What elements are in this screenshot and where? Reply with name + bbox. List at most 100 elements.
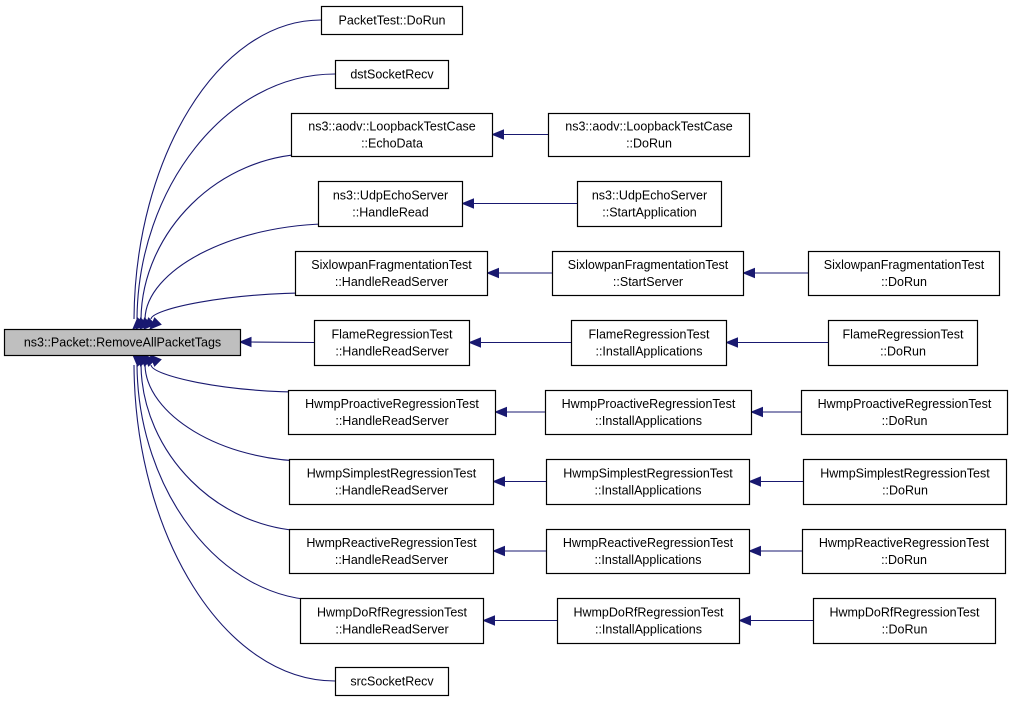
node-label: HwmpReactiveRegressionTest	[563, 536, 734, 550]
node-box	[551, 250, 745, 297]
node-dstsocketrecv[interactable]: dstSocketRecv	[334, 59, 450, 90]
arrowhead	[494, 406, 507, 418]
edge-line	[133, 364, 336, 682]
node-label: ::DoRun	[880, 345, 926, 359]
arrowhead	[748, 545, 761, 557]
node-label: ns3::aodv::LoopbackTestCase	[308, 120, 476, 134]
node-box	[294, 250, 489, 297]
node-label: ::StartServer	[613, 275, 683, 289]
arrowhead	[738, 615, 751, 626]
node-sixlowpan-handlereadserver[interactable]: SixlowpanFragmentationTest::HandleReadSe…	[294, 250, 489, 297]
arrowhead	[491, 129, 504, 140]
node-aodv-dorun[interactable]: ns3::aodv::LoopbackTestCase::DoRun	[547, 112, 751, 158]
edge-hwmpproactive-handlereadserver-to-root	[149, 354, 311, 393]
node-label: ns3::UdpEchoServer	[333, 189, 448, 203]
node-label: ::InstallApplications	[595, 345, 702, 359]
edge-line	[250, 341, 315, 344]
edge-line	[150, 292, 318, 320]
edge-hwmpdorf-dorun-to-hwmpdorf-installapps	[738, 615, 813, 626]
edge-sixlowpan-handlereadserver-to-root	[149, 292, 318, 330]
edge-hwmpsimplest-handlereadserver-to-root	[143, 354, 312, 462]
node-box	[812, 597, 997, 645]
arrowhead	[143, 317, 156, 330]
node-hwmpdorf-dorun[interactable]: HwmpDoRfRegressionTest::DoRun	[812, 597, 997, 645]
node-box	[288, 528, 495, 575]
node-label: dstSocketRecv	[350, 68, 434, 82]
node-hwmpproactive-dorun[interactable]: HwmpProactiveRegressionTest::DoRun	[800, 389, 1009, 436]
node-label: srcSocketRecv	[350, 675, 434, 689]
node-hwmpreactive-dorun[interactable]: HwmpReactiveRegressionTest::DoRun	[801, 528, 1007, 575]
node-label: ::DoRun	[626, 137, 672, 151]
arrowhead	[238, 336, 252, 348]
arrowhead	[486, 267, 499, 279]
edge-udpecho-startapp-to-udpecho-handleread	[461, 198, 577, 209]
edge-line	[150, 364, 311, 393]
node-box	[827, 319, 979, 367]
node-label: HwmpSimplestRegressionTest	[820, 467, 990, 481]
arrowhead	[748, 476, 761, 487]
arrowhead	[742, 267, 755, 279]
node-flame-installapps[interactable]: FlameRegressionTest::InstallApplications	[570, 319, 728, 367]
node-label: ::DoRun	[881, 553, 927, 567]
node-label: ::InstallApplications	[595, 623, 702, 637]
edge-hwmpsimplest-dorun-to-hwmpsimplest-installapps	[748, 476, 803, 487]
arrowhead	[482, 615, 495, 626]
node-box	[556, 597, 741, 645]
node-box	[545, 528, 751, 575]
edge-sixlowpan-startserver-to-sixlowpan-handlereadserver	[486, 267, 552, 279]
node-hwmpreactive-installapps[interactable]: HwmpReactiveRegressionTest::InstallAppli…	[545, 528, 751, 575]
node-flame-handlereadserver[interactable]: FlameRegressionTest::HandleReadServer	[313, 319, 471, 367]
node-srcsocketrecv[interactable]: srcSocketRecv	[334, 666, 450, 697]
node-udpecho-startapp[interactable]: ns3::UdpEchoServer::StartApplication	[576, 180, 723, 228]
node-box	[544, 389, 753, 436]
edge-hwmpproactive-installapps-to-hwmpproactive-handlereadserver	[494, 406, 545, 418]
node-box	[576, 180, 723, 228]
node-box	[3, 328, 242, 357]
node-sixlowpan-dorun[interactable]: SixlowpanFragmentationTest::DoRun	[807, 250, 1001, 297]
node-hwmpsimplest-installapps[interactable]: HwmpSimplestRegressionTest::InstallAppli…	[545, 458, 751, 506]
edge-line	[133, 19, 322, 320]
node-label: ns3::UdpEchoServer	[592, 189, 707, 203]
edge-hwmpreactive-dorun-to-hwmpreactive-installapps	[748, 545, 802, 557]
node-udpecho-handleread[interactable]: ns3::UdpEchoServer::HandleRead	[317, 180, 464, 228]
node-hwmpreactive-handlereadserver[interactable]: HwmpReactiveRegressionTest::HandleReadSe…	[288, 528, 495, 575]
node-box	[313, 319, 471, 367]
node-label: ::HandleReadServer	[335, 345, 448, 359]
node-label: PacketTest::DoRun	[339, 14, 446, 28]
arrowhead	[468, 337, 481, 348]
node-label: SixlowpanFragmentationTest	[568, 258, 729, 272]
node-hwmpsimplest-handlereadserver[interactable]: HwmpSimplestRegressionTest::HandleReadSe…	[288, 458, 495, 506]
edge-line	[140, 153, 314, 320]
node-hwmpproactive-handlereadserver[interactable]: HwmpProactiveRegressionTest::HandleReadS…	[287, 389, 497, 436]
node-hwmpdorf-installapps[interactable]: HwmpDoRfRegressionTest::InstallApplicati…	[556, 597, 741, 645]
edge-srcsocketrecv-to-root	[132, 354, 336, 682]
node-flame-dorun[interactable]: FlameRegressionTest::DoRun	[827, 319, 979, 367]
node-label: ::InstallApplications	[594, 484, 701, 498]
node-aodv-echodata[interactable]: ns3::aodv::LoopbackTestCase::EchoData	[290, 112, 494, 158]
node-label: SixlowpanFragmentationTest	[824, 258, 985, 272]
edge-line	[136, 73, 336, 320]
arrowhead	[132, 354, 145, 367]
edge-flame-handlereadserver-to-root	[238, 336, 315, 348]
node-box	[299, 597, 485, 645]
edge-line	[144, 364, 312, 462]
node-label: HwmpProactiveRegressionTest	[305, 397, 479, 411]
node-box	[287, 389, 497, 436]
node-hwmpdorf-handlereadserver[interactable]: HwmpDoRfRegressionTest::HandleReadServer	[299, 597, 485, 645]
node-hwmpproactive-installapps[interactable]: HwmpProactiveRegressionTest::InstallAppl…	[544, 389, 753, 436]
node-label: FlameRegressionTest	[589, 328, 710, 342]
edge-hwmpdorf-installapps-to-hwmpdorf-handlereadserver	[482, 615, 557, 626]
edge-flame-dorun-to-flame-installapps	[725, 337, 828, 348]
node-packettest-dorun[interactable]: PacketTest::DoRun	[320, 5, 464, 36]
node-hwmpsimplest-dorun[interactable]: HwmpSimplestRegressionTest::DoRun	[802, 458, 1008, 506]
edge-hwmpreactive-handlereadserver-to-root	[139, 354, 312, 532]
node-root[interactable]: ns3::Packet::RemoveAllPacketTags	[3, 328, 242, 357]
arrowhead	[461, 198, 474, 209]
node-label: HwmpProactiveRegressionTest	[562, 397, 736, 411]
arrowhead	[725, 337, 738, 348]
node-sixlowpan-startserver[interactable]: SixlowpanFragmentationTest::StartServer	[551, 250, 745, 297]
arrowhead	[492, 476, 505, 487]
arrowhead	[492, 545, 505, 557]
arrowhead	[149, 317, 162, 330]
node-box	[334, 59, 450, 90]
